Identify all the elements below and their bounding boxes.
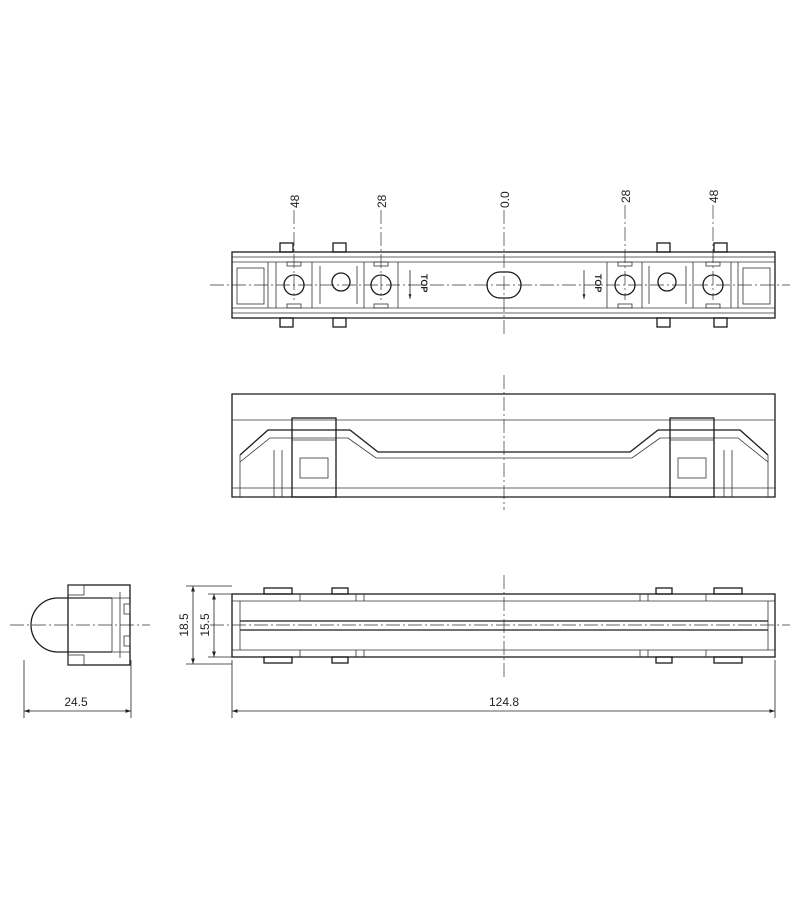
front-clip: [291, 417, 337, 498]
top-view-body: [231, 251, 776, 319]
clip-tab: [332, 317, 347, 328]
mounting-hole: [657, 272, 677, 292]
clip-tab: [656, 242, 671, 253]
clip-tab: [656, 317, 671, 328]
clip-tab: [713, 242, 728, 253]
front-view: [231, 375, 776, 510]
top-view: TOP TOP 48 28 0.0 28 48: [210, 189, 790, 335]
side-view: [10, 584, 150, 666]
position-label: 28: [375, 194, 389, 208]
clip-tab: [279, 242, 294, 253]
side-view-housing: [67, 584, 131, 666]
top-marking-label: TOP: [419, 274, 429, 292]
position-label: 28: [619, 189, 633, 203]
dimensions: 24.5 124.8 18.5 15.5: [23, 585, 776, 718]
position-label: 48: [707, 189, 721, 203]
end-pocket: [236, 267, 265, 305]
position-label: 48: [288, 194, 302, 208]
clip-tab: [332, 242, 347, 253]
position-label: 0.0: [498, 191, 512, 208]
clip-tab: [713, 317, 728, 328]
length-dimension-label: 124.8: [489, 695, 519, 709]
front-view-body: [231, 393, 776, 498]
bottom-view: [210, 575, 790, 678]
end-pocket: [742, 267, 771, 305]
bottom-view-body: [231, 593, 776, 658]
width-dimension-label: 24.5: [64, 695, 88, 709]
top-marking-label: TOP: [593, 274, 603, 292]
front-clip: [669, 417, 715, 498]
clip-tab: [279, 317, 294, 328]
outer-height-dimension-label: 18.5: [177, 613, 191, 637]
side-view-cap: [30, 597, 112, 653]
mounting-hole: [331, 272, 351, 292]
inner-height-dimension-label: 15.5: [198, 613, 212, 637]
